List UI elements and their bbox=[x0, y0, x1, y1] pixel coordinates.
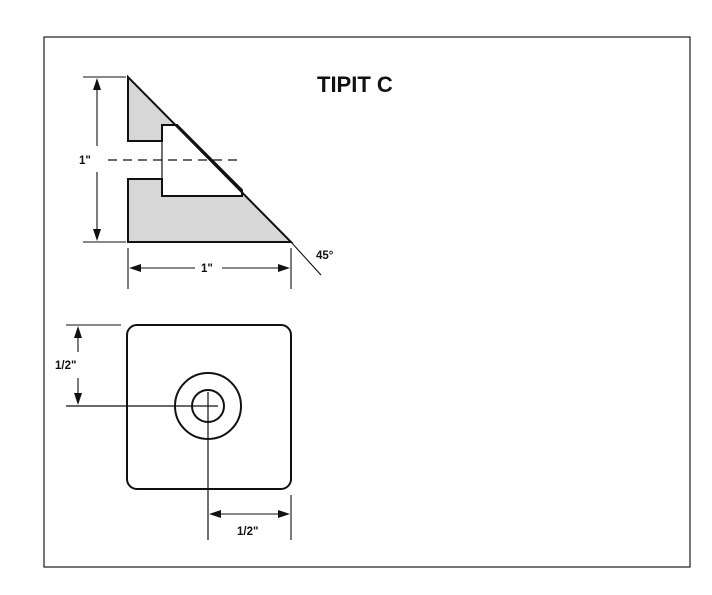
angle-leader bbox=[290, 241, 322, 276]
height-arrow-bottom bbox=[93, 229, 101, 241]
vertical-offset-arrow-bottom bbox=[74, 393, 82, 405]
vertical-offset-label: 1/2" bbox=[55, 360, 76, 372]
top-view-outline bbox=[126, 324, 292, 490]
drawing-frame bbox=[43, 36, 691, 568]
side-view: 1" 1" 45° bbox=[79, 74, 334, 289]
width-arrow-right bbox=[278, 264, 290, 272]
horizontal-offset-arrow-left bbox=[209, 510, 221, 518]
height-arrow-top bbox=[93, 78, 101, 90]
height-label: 1" bbox=[79, 155, 91, 167]
width-arrow-left bbox=[129, 264, 141, 272]
side-view-section bbox=[127, 74, 294, 243]
horizontal-offset-arrow-right bbox=[278, 510, 290, 518]
top-view: 1/2" 1/2" bbox=[55, 324, 292, 540]
drawing-title: TIPIT C bbox=[317, 72, 393, 97]
vertical-offset-arrow-top bbox=[74, 326, 82, 338]
angle-label: 45° bbox=[316, 250, 334, 262]
horizontal-offset-label: 1/2" bbox=[237, 526, 258, 538]
width-label: 1" bbox=[201, 263, 213, 275]
